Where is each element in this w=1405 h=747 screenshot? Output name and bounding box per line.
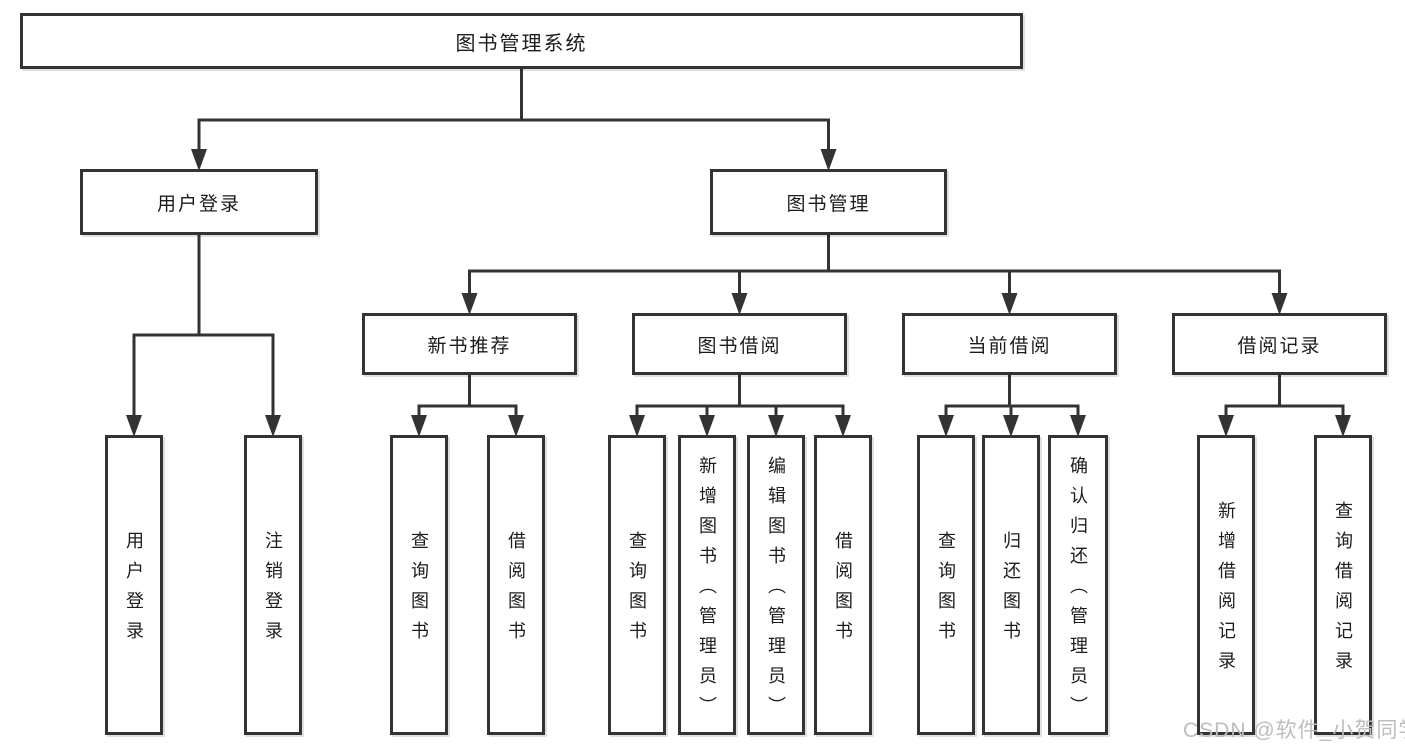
node-label-book-borrow: 图书借阅 <box>697 335 782 357</box>
node-label-leaf-bb-query: 查询图书 <box>627 531 647 651</box>
node-label-leaf-cb-return: 归还图书 <box>1001 531 1021 651</box>
node-label-new-book-rec: 新书推荐 <box>427 335 512 357</box>
arrowhead <box>1001 293 1018 315</box>
node-leaf-br-add: 新增借阅记录 <box>1197 435 1255 735</box>
arrowhead <box>699 415 715 437</box>
node-current-borrow: 当前借阅 <box>902 313 1117 375</box>
node-leaf-cb-query: 查询图书 <box>917 435 975 735</box>
arrowhead <box>731 293 748 315</box>
node-label-leaf-cb-confirm: 确认归还（管理员） <box>1068 456 1088 726</box>
node-label-leaf-nb-query: 查询图书 <box>409 531 429 651</box>
arrowhead <box>1335 415 1351 437</box>
arrowhead <box>126 415 142 437</box>
arrowhead <box>461 293 478 315</box>
node-label-borrow-record: 借阅记录 <box>1237 335 1322 357</box>
arrowhead <box>1070 415 1086 437</box>
arrowhead <box>1271 293 1288 315</box>
node-leaf-logout: 注销登录 <box>244 435 302 735</box>
node-label-leaf-bb-edit: 编辑图书（管理员） <box>766 456 786 726</box>
node-leaf-bb-borrow: 借阅图书 <box>814 435 872 735</box>
arrowhead <box>768 415 784 437</box>
node-borrow-record: 借阅记录 <box>1172 313 1387 375</box>
node-new-book-rec: 新书推荐 <box>362 313 577 375</box>
node-leaf-nb-borrow: 借阅图书 <box>487 435 545 735</box>
node-leaf-br-query: 查询借阅记录 <box>1314 435 1372 735</box>
node-leaf-bb-query: 查询图书 <box>608 435 666 735</box>
arrowhead <box>835 415 851 437</box>
arrowhead <box>191 149 207 171</box>
node-leaf-bb-edit: 编辑图书（管理员） <box>747 435 805 735</box>
node-root: 图书管理系统 <box>20 13 1023 69</box>
node-label-leaf-nb-borrow: 借阅图书 <box>506 531 526 651</box>
node-label-current-borrow: 当前借阅 <box>967 335 1052 357</box>
arrowhead <box>1218 415 1234 437</box>
node-label-leaf-br-add: 新增借阅记录 <box>1216 501 1236 681</box>
arrowhead <box>508 415 524 437</box>
node-leaf-nb-query: 查询图书 <box>390 435 448 735</box>
node-label-leaf-cb-query: 查询图书 <box>936 531 956 651</box>
arrowhead <box>938 415 954 437</box>
node-book-mgmt: 图书管理 <box>710 169 947 235</box>
arrowhead <box>820 149 837 171</box>
node-leaf-cb-confirm: 确认归还（管理员） <box>1048 435 1108 735</box>
node-user-login: 用户登录 <box>80 169 318 235</box>
arrowhead <box>411 415 427 437</box>
node-leaf-user-login: 用户登录 <box>105 435 163 735</box>
node-label-leaf-user-login: 用户登录 <box>124 531 144 651</box>
node-label-root: 图书管理系统 <box>455 32 588 55</box>
node-leaf-cb-return: 归还图书 <box>982 435 1040 735</box>
arrowhead <box>629 415 645 437</box>
arrowhead <box>265 415 281 437</box>
node-book-borrow: 图书借阅 <box>632 313 847 375</box>
node-label-leaf-bb-borrow: 借阅图书 <box>833 531 853 651</box>
node-label-user-login: 用户登录 <box>156 193 241 215</box>
watermark: CSDN @软件_小贺同学 <box>1183 719 1405 742</box>
node-label-leaf-br-query: 查询借阅记录 <box>1333 501 1353 681</box>
node-leaf-bb-add: 新增图书（管理员） <box>678 435 736 735</box>
node-label-leaf-bb-add: 新增图书（管理员） <box>697 456 717 726</box>
arrowhead <box>1003 415 1019 437</box>
node-label-leaf-logout: 注销登录 <box>263 531 283 651</box>
node-label-book-mgmt: 图书管理 <box>786 193 871 215</box>
